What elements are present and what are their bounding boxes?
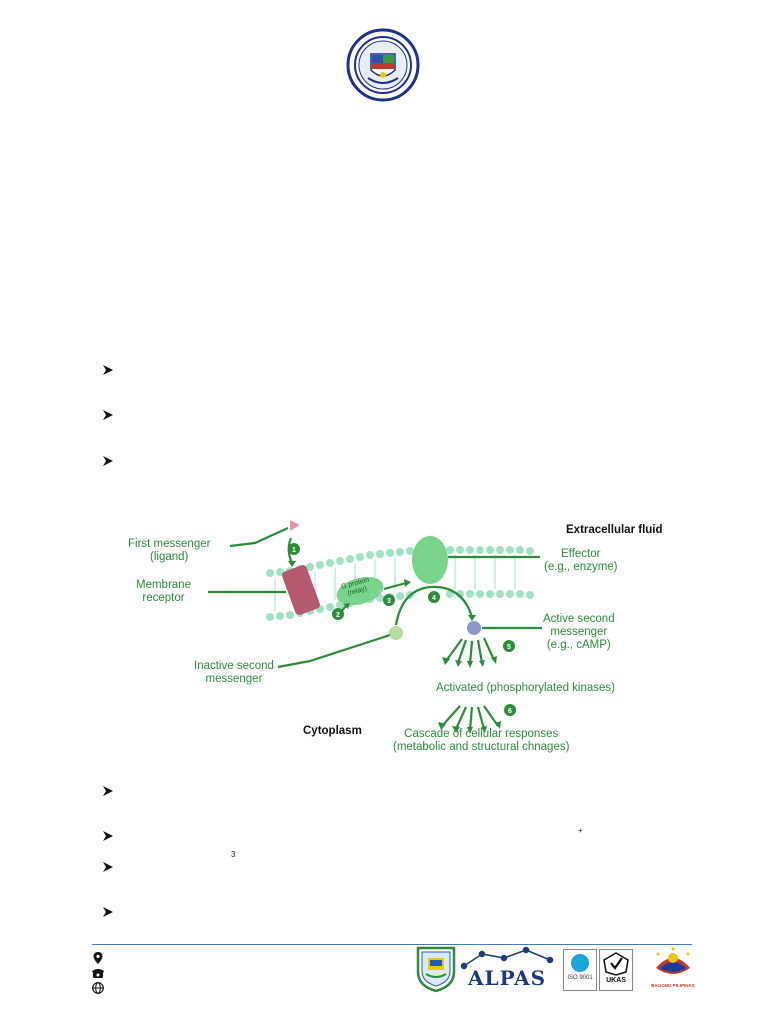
bullet-arrow-icon <box>102 906 116 920</box>
bullet-arrow-icon <box>102 785 116 799</box>
second-messenger-diagram: 1 2 3 4 5 6 <box>208 520 542 734</box>
bullet-arrow-icon <box>102 409 116 423</box>
footer-divider <box>92 944 692 945</box>
step-5: 5 <box>507 644 511 651</box>
label-extracellular-fluid: Extracellular fluid <box>566 524 663 536</box>
stray-superscript-mark: 3 <box>231 850 236 859</box>
step-4: 4 <box>432 595 436 602</box>
location-pin-icon <box>92 951 104 964</box>
bullet-arrow-icon <box>102 861 116 875</box>
globe-icon <box>92 981 104 994</box>
label-membrane-receptor: Membrane receptor <box>136 579 191 604</box>
label-activated-kinases: Activated (phosphorylated kinases) <box>436 682 615 694</box>
label-active-second-messenger: Active second messenger (e.g., cAMP) <box>543 613 615 651</box>
label-first-messenger: First messenger (ligand) <box>128 538 211 563</box>
stray-plus-mark: + <box>578 826 583 835</box>
bagong-pilipinas-label: BAGONG PILIPINAS <box>651 983 695 988</box>
effector-shape <box>412 536 448 584</box>
label-cytoplasm: Cytoplasm <box>303 725 362 737</box>
step-1: 1 <box>292 547 296 554</box>
campus-shield-logo <box>416 946 456 993</box>
membrane-receptor-shape <box>282 565 320 615</box>
university-seal <box>346 28 420 102</box>
alpas-logo: ALPAS <box>460 944 556 992</box>
ukas-label: UKAS <box>606 977 626 984</box>
alpas-wordmark: ALPAS <box>468 966 547 990</box>
step-6: 6 <box>508 708 512 715</box>
inactive-second-messenger-shape <box>389 626 403 640</box>
step-2: 2 <box>336 612 340 619</box>
telephone-icon <box>92 966 104 978</box>
step-3: 3 <box>387 598 391 605</box>
bullet-arrow-icon <box>102 455 116 469</box>
iso-label: ISO 9001 <box>567 975 593 981</box>
iso-certification-logo: ISO 9001 <box>563 949 597 991</box>
bullet-arrow-icon <box>102 830 116 844</box>
label-inactive-second-messenger: Inactive second messenger <box>194 660 274 685</box>
step-badges <box>288 543 516 716</box>
label-effector: Effector (e.g., enzyme) <box>544 548 618 573</box>
label-cascade: Cascade of cellular responses (metabolic… <box>393 728 570 753</box>
bullet-arrow-icon <box>102 364 116 378</box>
g-protein-shape <box>336 576 384 606</box>
bagong-pilipinas-logo: BAGONG PILIPINAS <box>650 946 696 992</box>
ukas-logo: UKAS <box>599 949 633 991</box>
ligand-shape <box>290 520 300 531</box>
active-second-messenger-shape <box>467 621 481 635</box>
